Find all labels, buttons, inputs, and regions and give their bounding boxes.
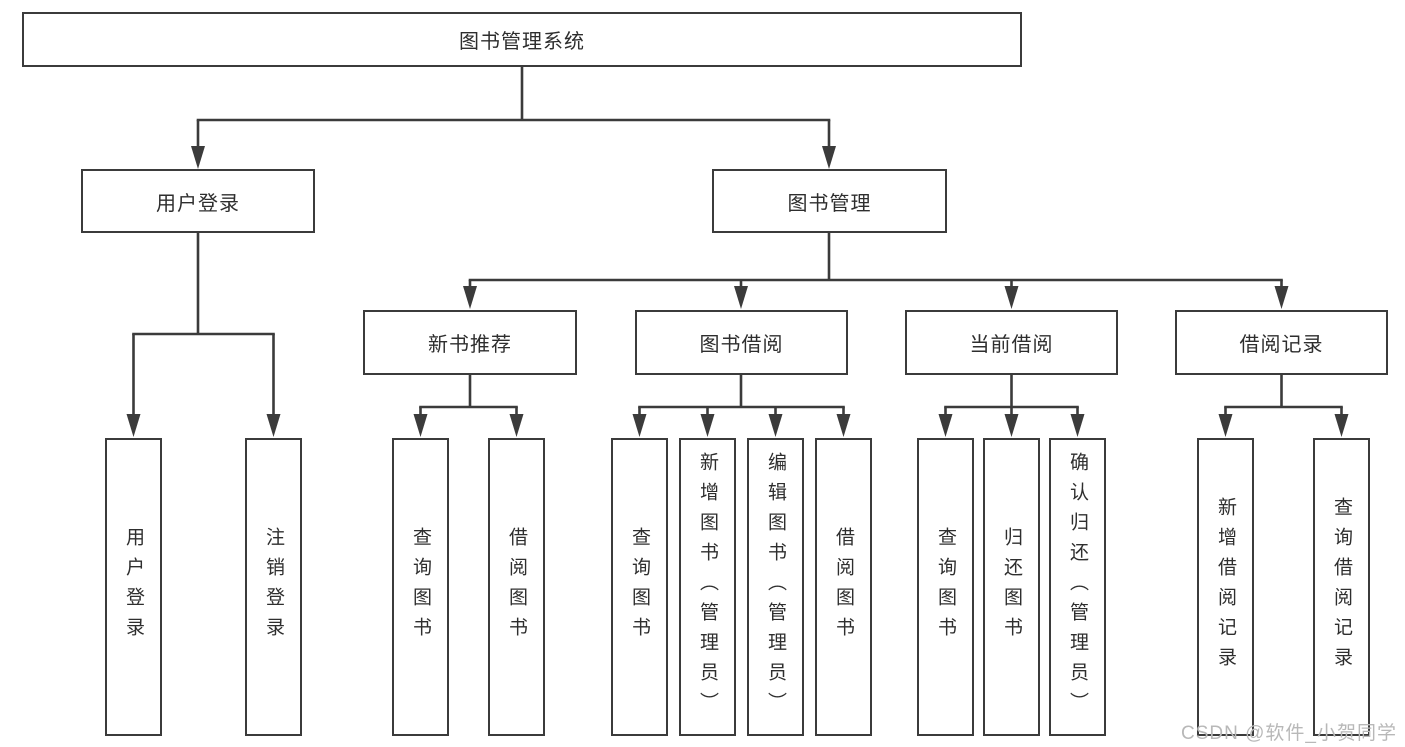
leaf-query-borrow-record: 查询借阅记录 <box>1313 438 1370 736</box>
connector-new-book-recommend-to-leaves <box>413 375 524 437</box>
arrow-down-icon <box>413 414 428 437</box>
connector-borrow-records-to-leaves <box>1218 375 1349 437</box>
arrow-down-icon <box>1004 414 1019 437</box>
leaf-logout: 注销登录 <box>245 438 302 736</box>
leaf-label: 注销登录 <box>263 527 284 647</box>
leaf-add-book-admin: 新增图书（管理员） <box>679 438 736 736</box>
node-book-management: 图书管理 <box>712 169 947 233</box>
leaf-label: 编辑图书（管理员） <box>765 452 786 722</box>
connector-current-borrow-to-leaves <box>938 375 1085 437</box>
leaf-borrow-books-recommend: 借阅图书 <box>488 438 545 736</box>
leaf-label: 借阅图书 <box>833 527 854 647</box>
node-book-borrow: 图书借阅 <box>635 310 848 375</box>
node-label: 图书借阅 <box>699 334 784 356</box>
leaf-label: 新增图书（管理员） <box>697 452 718 722</box>
node-borrow-records: 借阅记录 <box>1175 310 1388 375</box>
arrow-down-icon <box>1070 414 1085 437</box>
connector-book-management-to-level3 <box>463 233 1289 309</box>
arrow-down-icon <box>768 414 783 437</box>
arrow-down-icon <box>266 414 281 437</box>
leaf-return-books: 归还图书 <box>983 438 1040 736</box>
node-library-management-system: 图书管理系统 <box>22 12 1022 67</box>
arrow-down-icon <box>632 414 647 437</box>
leaf-query-books-recommend: 查询图书 <box>392 438 449 736</box>
node-label: 图书管理 <box>787 192 872 215</box>
arrow-down-icon <box>463 286 477 309</box>
leaf-user-login: 用户登录 <box>105 438 162 736</box>
node-label: 当前借阅 <box>969 334 1054 356</box>
arrow-down-icon <box>509 414 524 437</box>
leaf-label: 归还图书 <box>1001 527 1022 647</box>
leaf-label: 查询图书 <box>410 527 431 647</box>
arrow-down-icon <box>191 146 205 169</box>
arrow-down-icon <box>700 414 715 437</box>
leaf-confirm-return-admin: 确认归还（管理员） <box>1049 438 1106 736</box>
arrow-down-icon <box>938 414 953 437</box>
leaf-label: 新增借阅记录 <box>1215 497 1236 677</box>
connector-root-to-level2 <box>191 67 836 169</box>
leaf-add-borrow-record: 新增借阅记录 <box>1197 438 1254 736</box>
arrow-down-icon <box>1004 286 1019 309</box>
leaf-label: 查询图书 <box>935 527 956 647</box>
leaf-label: 用户登录 <box>123 527 144 647</box>
arrow-down-icon <box>1334 414 1349 437</box>
arrow-down-icon <box>822 146 836 169</box>
arrow-down-icon <box>1218 414 1233 437</box>
leaf-label: 查询图书 <box>629 527 650 647</box>
leaf-borrow-books: 借阅图书 <box>815 438 872 736</box>
node-label: 用户登录 <box>156 192 240 215</box>
arrow-down-icon <box>836 414 851 437</box>
arrow-down-icon <box>1274 286 1289 309</box>
connector-user-login-to-leaves <box>126 233 281 437</box>
node-label: 图书管理系统 <box>459 31 585 53</box>
node-current-borrow: 当前借阅 <box>905 310 1118 375</box>
leaf-query-books-current: 查询图书 <box>917 438 974 736</box>
leaf-label: 查询借阅记录 <box>1331 497 1352 677</box>
connector-book-borrow-to-leaves <box>632 375 851 437</box>
leaf-label: 借阅图书 <box>506 527 527 647</box>
watermark: CSDN @软件_小贺同学 <box>1181 723 1397 744</box>
node-new-book-recommend: 新书推荐 <box>363 310 577 375</box>
node-label: 新书推荐 <box>428 334 512 356</box>
leaf-label: 确认归还（管理员） <box>1067 452 1088 722</box>
node-user-login: 用户登录 <box>81 169 315 233</box>
arrow-down-icon <box>126 414 141 437</box>
leaf-edit-book-admin: 编辑图书（管理员） <box>747 438 804 736</box>
arrow-down-icon <box>734 286 748 309</box>
node-label: 借阅记录 <box>1239 334 1324 356</box>
leaf-query-books-borrow: 查询图书 <box>611 438 668 736</box>
